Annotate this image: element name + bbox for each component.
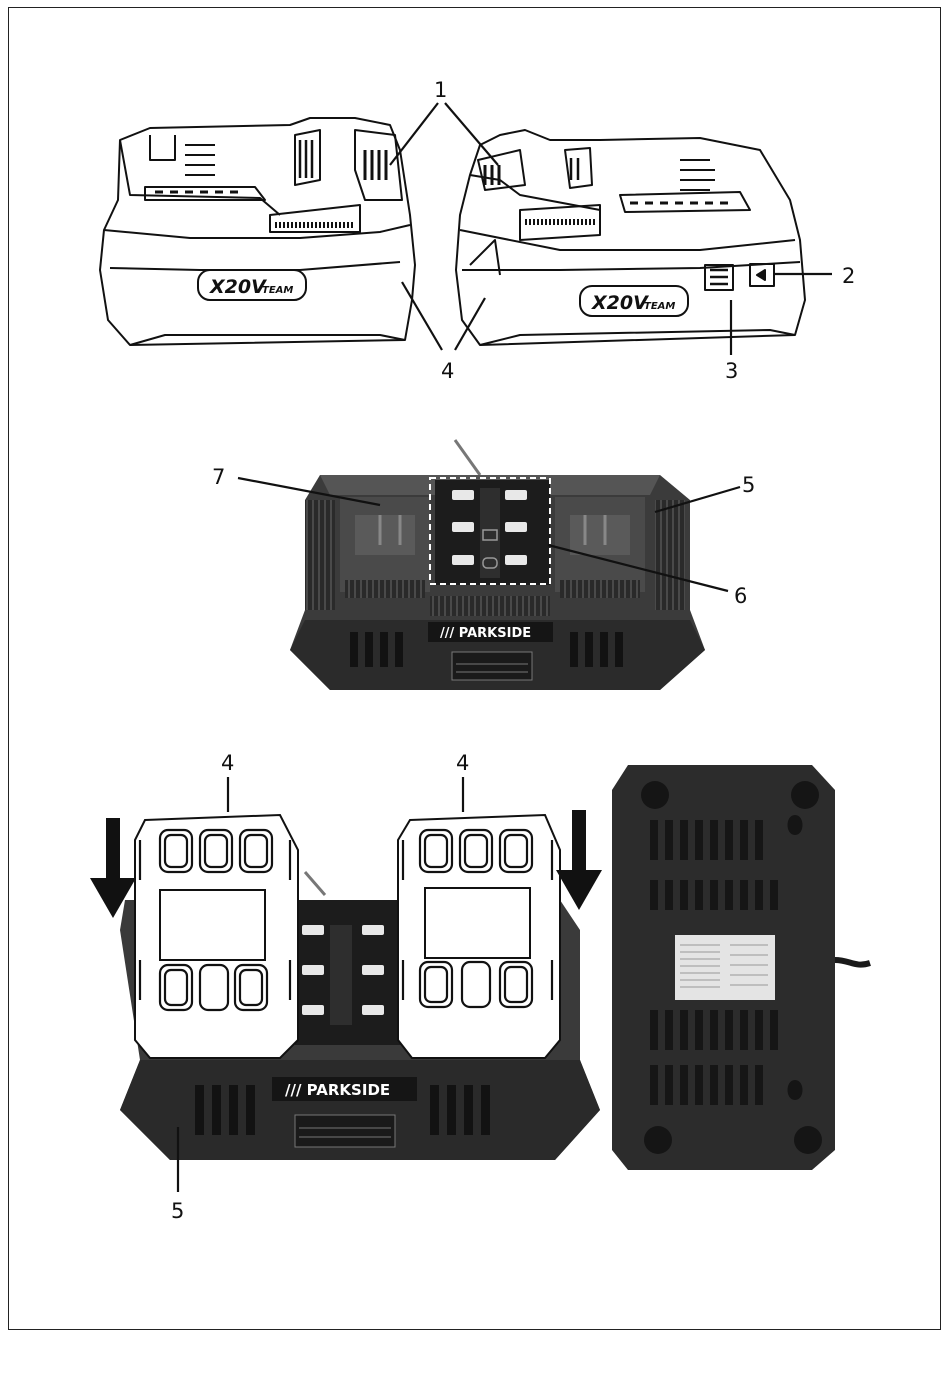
callout-7: 7 bbox=[212, 465, 225, 489]
charger-photo: /// PARKSIDE bbox=[290, 439, 705, 690]
charger-brand-label-2: /// PARKSIDE bbox=[285, 1081, 390, 1099]
battery-logo-main-2: X20V bbox=[591, 292, 649, 314]
battery-logo-main: X20V bbox=[209, 276, 267, 298]
battery-right-logo: X20V TEAM bbox=[579, 285, 689, 317]
callout-4-left: 4 bbox=[221, 751, 234, 775]
battery-inserted-right bbox=[397, 813, 561, 1059]
insert-arrow-right bbox=[556, 810, 602, 910]
callout-5-bottom: 5 bbox=[171, 1199, 184, 1223]
charger-underside bbox=[612, 765, 871, 1170]
callout-5: 5 bbox=[742, 473, 755, 497]
battery-logo-sub: TEAM bbox=[262, 285, 293, 296]
callout-2: 2 bbox=[842, 264, 855, 288]
callout-4: 4 bbox=[441, 359, 454, 383]
insert-arrow-left bbox=[90, 818, 136, 918]
callout-leaders-fig1 bbox=[389, 102, 832, 355]
callout-leaders-fig3 bbox=[176, 777, 465, 1192]
page-frame bbox=[8, 7, 941, 1330]
battery-inserted-left bbox=[134, 813, 299, 1059]
battery-logo-sub-2: TEAM bbox=[644, 301, 675, 312]
callout-6: 6 bbox=[734, 584, 747, 608]
charger-brand-label: /// PARKSIDE bbox=[440, 626, 531, 641]
callout-1: 1 bbox=[434, 78, 447, 102]
callout-leaders-fig2 bbox=[237, 476, 741, 593]
callout-4-right: 4 bbox=[456, 751, 469, 775]
battery-left-logo: X20V TEAM bbox=[197, 269, 307, 301]
callout-3: 3 bbox=[725, 359, 738, 383]
battery-left-drawing bbox=[99, 117, 416, 346]
battery-right-drawing bbox=[455, 129, 806, 346]
